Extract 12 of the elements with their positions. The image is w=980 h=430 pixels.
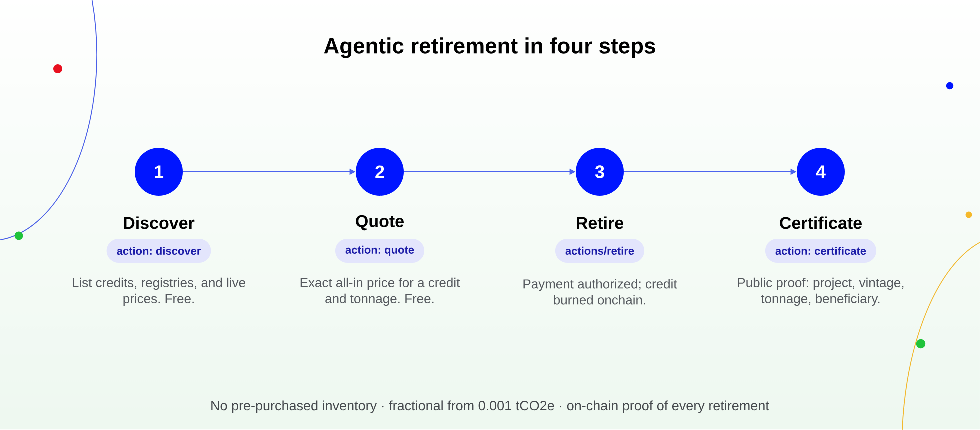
step-heading: Certificate [780,216,862,230]
step-heading: Retire [577,216,624,230]
step-description: List credits, registries, and live prices. Free. [73,278,246,306]
step-description: Exact all-in price for a credit and tonnage. Free. [300,278,460,306]
title: Agentic retirement in four steps [324,38,656,58]
step-heading: Discover [124,216,195,230]
step-description: Public proof: project, vintage, tonnage, beneficiary. [738,278,904,306]
step-description: Payment authorized; credit burned onchain. [524,279,678,305]
footer-note: No pre-purchased inventory · fractional from 0.001 tCO2e · on-chain proof of every retirement [212,400,770,414]
step-heading: Quote [356,215,404,231]
action-pill: action: discover [106,239,212,263]
action-pill: action: certificate [765,239,877,263]
